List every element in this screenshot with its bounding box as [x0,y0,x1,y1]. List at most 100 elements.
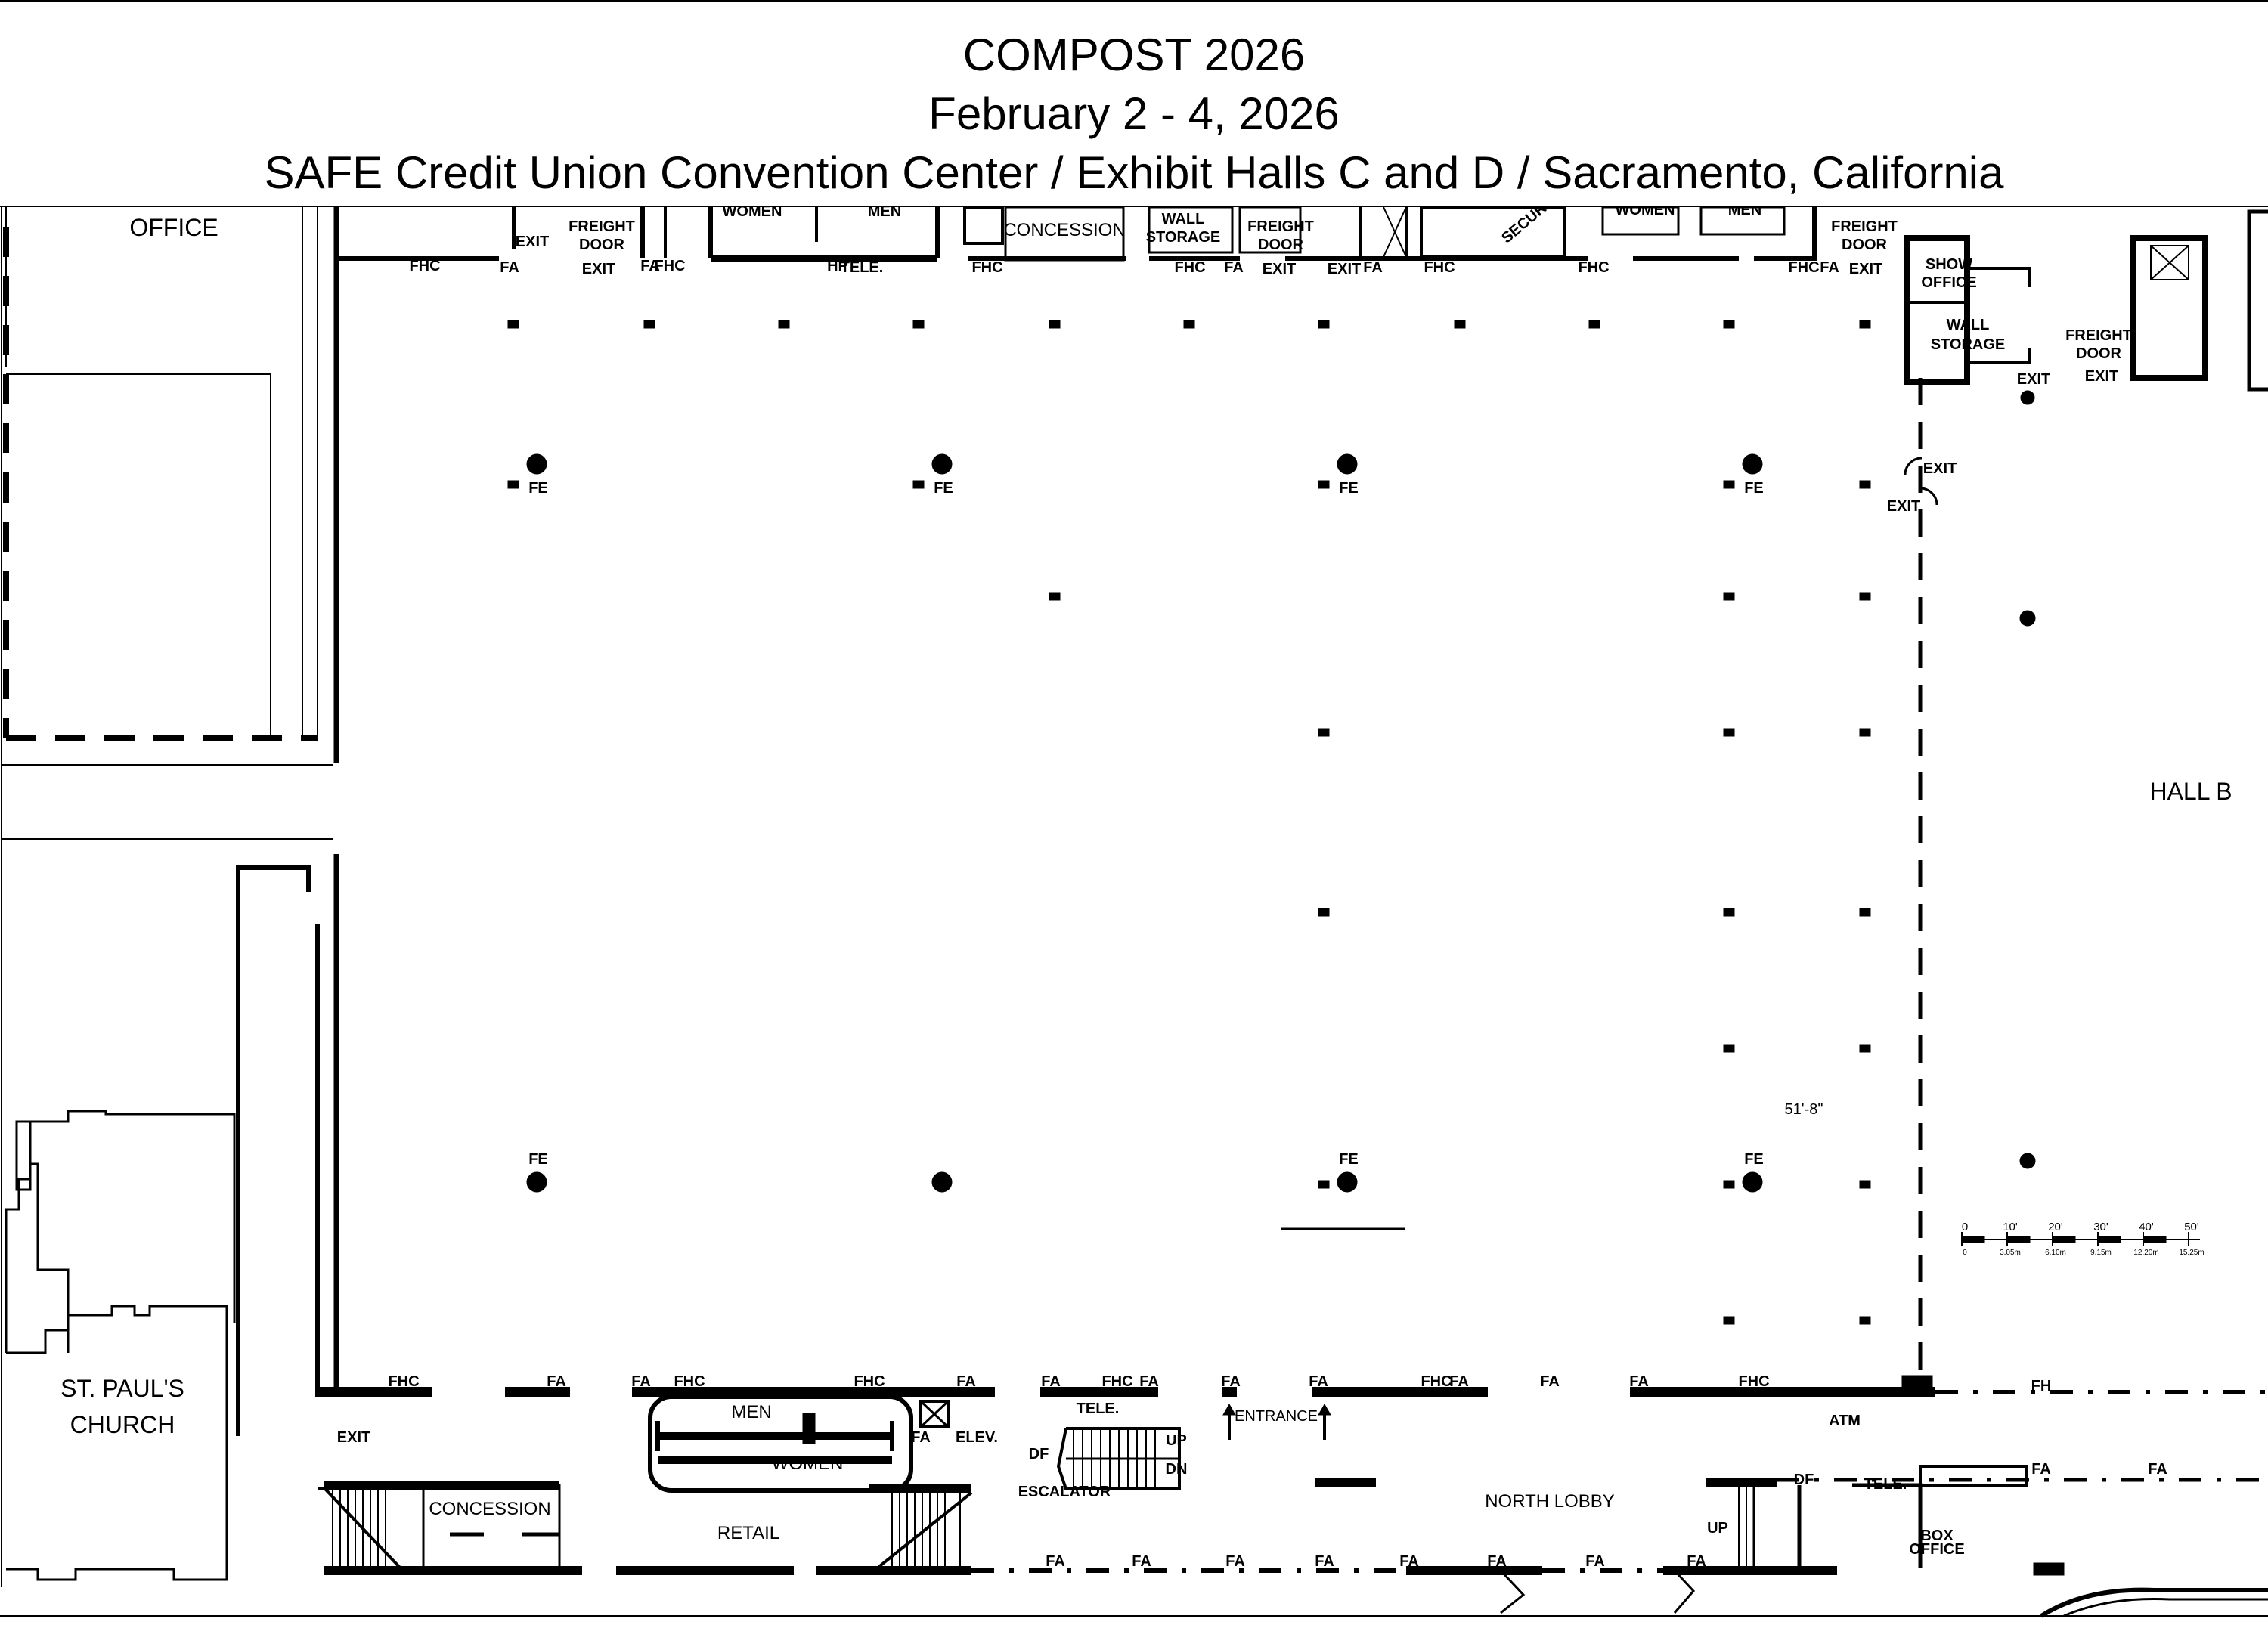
fhc-label-2: FHC [654,258,685,274]
fhc-label-7: FHC [1788,259,1819,276]
fa-label-e1: FA [911,1429,931,1446]
top-right-men-label: MEN [1728,207,1761,218]
fa-label-s6: FA [1221,1373,1241,1390]
fa-label-l3: FA [1225,1553,1245,1570]
dn-label: DN [1166,1461,1188,1478]
fhc-label-s2: FHC [674,1373,705,1390]
event-dates: February 2 - 4, 2026 [928,88,1340,139]
fh-label: FH [2031,1378,2052,1394]
scale-ft-50: 50' [2184,1221,2199,1233]
fe-label-1: FE [528,480,548,497]
fa-label-l2: FA [1132,1553,1151,1570]
freight-label-1: FREIGHT [569,218,635,235]
fa-label-s2: FA [631,1373,651,1390]
office-label: OFFICE [129,214,218,241]
exit-label-9: EXIT [1887,498,1920,515]
fhc-label-s1: FHC [388,1373,419,1390]
right-df-label: DF [1794,1472,1814,1488]
atm-label: ATM [1829,1413,1861,1429]
scale-ft-40: 40' [2139,1221,2154,1233]
fa-label-3: FA [1224,259,1244,276]
df-label: DF [1029,1446,1049,1462]
box-label: BOX [1920,1527,1954,1544]
fa-label-s9: FA [1540,1373,1560,1390]
st-pauls-label: ST. PAUL'S [60,1375,184,1402]
right-up-label: UP [1707,1520,1728,1537]
entrance-label: ENTRANCE [1235,1408,1318,1425]
floor-plan: OFFICE HALL B ST. PAUL'S CHURCH NORTH LO… [0,207,2268,1618]
retail-label: RETAIL [717,1523,779,1543]
freight-label-3: FREIGHT [1831,218,1898,235]
top-men-label: MEN [868,207,901,220]
scale-m-4: 12.20m [2133,1249,2158,1257]
scale-m-3: 9.15m [2090,1249,2112,1257]
lobby-women-label: WOMEN [772,1453,844,1474]
church-label: CHURCH [70,1411,175,1438]
exit-label-8: EXIT [1923,460,1957,477]
fhc-label-s4: FHC [1101,1373,1132,1390]
fa-label-s10: FA [1629,1373,1649,1390]
fe-label-7: FE [1744,1151,1764,1168]
fhc-label-1: FHC [409,258,440,274]
lobby-men-label: MEN [731,1402,771,1422]
fa-label-1: FA [500,259,519,276]
fe-label-4: FE [1744,480,1764,497]
fa-label-l6: FA [1487,1553,1507,1570]
event-venue: SAFE Credit Union Convention Center / Ex… [264,147,2004,198]
fa-label-l1: FA [1046,1553,1065,1570]
fhc-label-s6: FHC [1738,1373,1769,1390]
show-label: SHOW [1926,256,1972,273]
hp-label: HP [827,258,848,274]
exit-label-6: EXIT [2017,371,2050,388]
elev-label: ELEV. [956,1429,998,1446]
fa-label-r2: FA [2148,1461,2167,1478]
box-office-label: OFFICE [1909,1541,1964,1558]
fhc-label-3: FHC [971,259,1002,276]
show-wall-label: WALL [1947,317,1990,333]
up-label: UP [1166,1432,1187,1449]
exit-label-3: EXIT [1263,261,1296,277]
fa-label-l8: FA [1687,1553,1706,1570]
scale-ft-10: 10' [2003,1221,2018,1233]
fhc-label-s3: FHC [854,1373,885,1390]
fa-label-s1: FA [547,1373,566,1390]
north-lobby-label: NORTH LOBBY [1485,1491,1615,1512]
fa-label-5: FA [1820,259,1839,276]
fa-label-s3: FA [956,1373,976,1390]
top-wall-label: WALL [1162,211,1205,227]
exit-label-7: EXIT [2085,368,2118,385]
right-tele-label: TELE. [1864,1476,1907,1493]
lobby-tele-label: TELE. [1077,1401,1120,1417]
top-right-women-label: WOMEN [1616,207,1675,218]
scale-m-0: 0 [1963,1249,1967,1257]
door-label-4: DOOR [2076,345,2122,362]
top-concession-label: CONCESSION [1003,220,1125,240]
fa-label-s4: FA [1041,1373,1061,1390]
fa-label-l4: FA [1315,1553,1334,1570]
fe-label-5: FE [528,1151,548,1168]
top-storage-label: STORAGE [1146,229,1221,246]
dimension-label: 51'-8" [1785,1101,1823,1118]
exit-label-4: EXIT [1328,261,1361,277]
fa-label-s7: FA [1309,1373,1328,1390]
scale-m-1: 3.05m [2000,1249,2021,1257]
freight-label-4: FREIGHT [2065,327,2132,344]
door-label-2: DOOR [1258,237,1304,253]
map-header: COMPOST 2026 February 2 - 4, 2026 SAFE C… [0,0,2268,207]
fa-label-s8: FA [1449,1373,1469,1390]
scale-ft-20: 20' [2048,1221,2063,1233]
fa-label-l7: FA [1585,1553,1605,1570]
fa-label-s5: FA [1139,1373,1159,1390]
exit-label-2: EXIT [582,261,615,277]
escalator-label: ESCALATOR [1018,1484,1111,1500]
top-tele-label: TELE. [841,259,884,276]
fhc-label-s5: FHC [1421,1373,1452,1390]
fa-label-4: FA [1363,259,1383,276]
security-label: SECUR [1498,207,1550,246]
hall-b-label: HALL B [2149,778,2232,805]
fa-label-r1: FA [2031,1461,2051,1478]
scale-m-5: 15.25m [2179,1249,2204,1257]
door-label-3: DOOR [1842,237,1888,253]
map-labels: OFFICE HALL B ST. PAUL'S CHURCH NORTH LO… [60,207,2232,1570]
fe-label-2: FE [934,480,953,497]
